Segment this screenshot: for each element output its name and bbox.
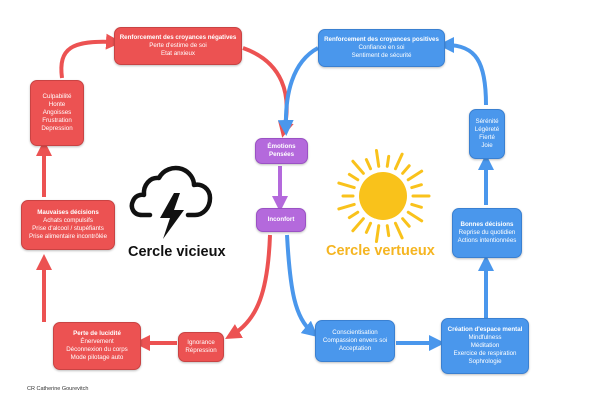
sun-ray (351, 159, 365, 175)
ignorance-box: Ignorance Répression (178, 332, 224, 362)
serenity-line: Sérénité (475, 118, 499, 125)
awareness-box: Conscientisation Compassion envers soi A… (315, 320, 395, 362)
lucidity-title: Perte de lucidité (73, 330, 121, 337)
neg-beliefs-line: Etat anxieux (160, 50, 196, 57)
sun-ray (351, 217, 365, 233)
serenity-line: Légèreté (474, 126, 500, 133)
mental-space-line: Mindfulness (468, 334, 502, 341)
pos-beliefs-line: Confiance en soi (358, 44, 405, 51)
arrow-feelings-to-neg-beliefs (59, 33, 122, 79)
mental-space-line: Méditation (470, 342, 500, 349)
emotions-line: Émotions (267, 143, 296, 150)
serenity-line: Fierté (479, 134, 495, 141)
feelings-line: Frustration (42, 117, 72, 124)
awareness-line: Compassion envers soi (322, 337, 388, 344)
good-decisions-line: Reprise du quotidien (458, 229, 516, 236)
mental-space-box: Création d'espace mental Mindfulness Méd… (441, 318, 529, 374)
bad-decisions-box: Mauvaises décisions Achats compulsifs Pr… (21, 200, 115, 250)
ignorance-line: Répression (185, 347, 217, 354)
sun-ray (401, 164, 411, 175)
pos-beliefs-line: Sentiment de sécurité (351, 52, 412, 59)
neg-beliefs-box: Renforcement des croyances négatives Per… (114, 27, 242, 65)
sun-ray (337, 181, 356, 190)
sun-ray (406, 169, 424, 182)
arrow-neg-beliefs-to-emotions (242, 46, 294, 138)
serenity-line: Joie (481, 142, 493, 149)
sun-ray (393, 221, 404, 240)
virtuous-circle-title: Cercle vertueux (326, 243, 435, 259)
sun-ray (385, 154, 391, 168)
ignorance-line: Ignorance (187, 339, 215, 346)
feelings-line: Honte (48, 101, 66, 108)
credit-text: CR Catherine Gourevitch (27, 386, 89, 392)
good-decisions-title: Bonnes décisions (460, 221, 514, 228)
pos-beliefs-box: Renforcement des croyances positives Con… (318, 29, 445, 67)
sun-ray (347, 210, 360, 220)
bad-decisions-line: Prise d'alcool / stupéfiants (32, 225, 104, 232)
mental-space-line: Sophrologie (468, 358, 502, 365)
emotions-box: Émotions Pensées (255, 138, 308, 164)
sun-ray (374, 148, 381, 168)
sun-ray (393, 152, 404, 171)
lucidity-line: Mode pilotage auto (70, 354, 124, 361)
sun-ray (385, 224, 391, 238)
sun-ray (364, 158, 373, 171)
neg-beliefs-line: Perte d'estime de soi (149, 42, 207, 49)
awareness-line: Conscientisation (332, 329, 378, 336)
good-decisions-box: Bonnes décisions Reprise du quotidien Ac… (452, 208, 522, 258)
mental-space-title: Création d'espace mental (447, 326, 523, 333)
mental-space-line: Exercice de respiration (453, 350, 517, 357)
lucidity-box: Perte de lucidité Énervement Déconnexion… (53, 322, 141, 370)
discomfort-box: Inconfort (256, 208, 306, 232)
arrow-pos-beliefs-to-emotions (277, 46, 320, 136)
feelings-line: Culpabilité (42, 93, 72, 100)
bad-decisions-title: Mauvaises décisions (37, 209, 99, 216)
emotions-line: Pensées (268, 151, 295, 158)
lucidity-line: Déconnexion du corps (66, 346, 128, 353)
arrow-discomfort-to-ignorance (225, 234, 272, 340)
awareness-line: Acceptation (338, 345, 372, 352)
sun-ray (401, 217, 411, 228)
bad-decisions-line: Prise alimentaire incontrôlée (28, 233, 108, 240)
sun-ray (406, 210, 424, 223)
sun-ray (374, 224, 381, 244)
feelings-line: Angoisses (42, 109, 72, 116)
bad-decisions-line: Achats compulsifs (43, 217, 93, 224)
arrow-discomfort-to-awareness (285, 234, 319, 338)
sun-ray (347, 172, 360, 182)
feelings-box: Culpabilité Honte Angoisses Frustration … (30, 80, 84, 146)
sun-ray (364, 221, 373, 234)
vicious-circle-title: Cercle vicieux (128, 244, 226, 260)
serenity-box: Sérénité Légèreté Fierté Joie (469, 109, 505, 159)
arrow-serenity-to-pos-beliefs (438, 37, 488, 106)
sun-ray (337, 202, 356, 211)
feelings-line: Depression (41, 125, 73, 132)
storm-cloud-icon (129, 165, 213, 239)
sun-ray (410, 183, 423, 190)
good-decisions-line: Actions intentionnées (457, 237, 517, 244)
sun-ray (410, 202, 423, 209)
discomfort-line: Inconfort (267, 216, 295, 223)
lucidity-line: Énervement (80, 338, 114, 345)
neg-beliefs-title: Renforcement des croyances négatives (119, 34, 237, 41)
sun-icon (337, 148, 431, 244)
pos-beliefs-title: Renforcement des croyances positives (324, 36, 439, 43)
